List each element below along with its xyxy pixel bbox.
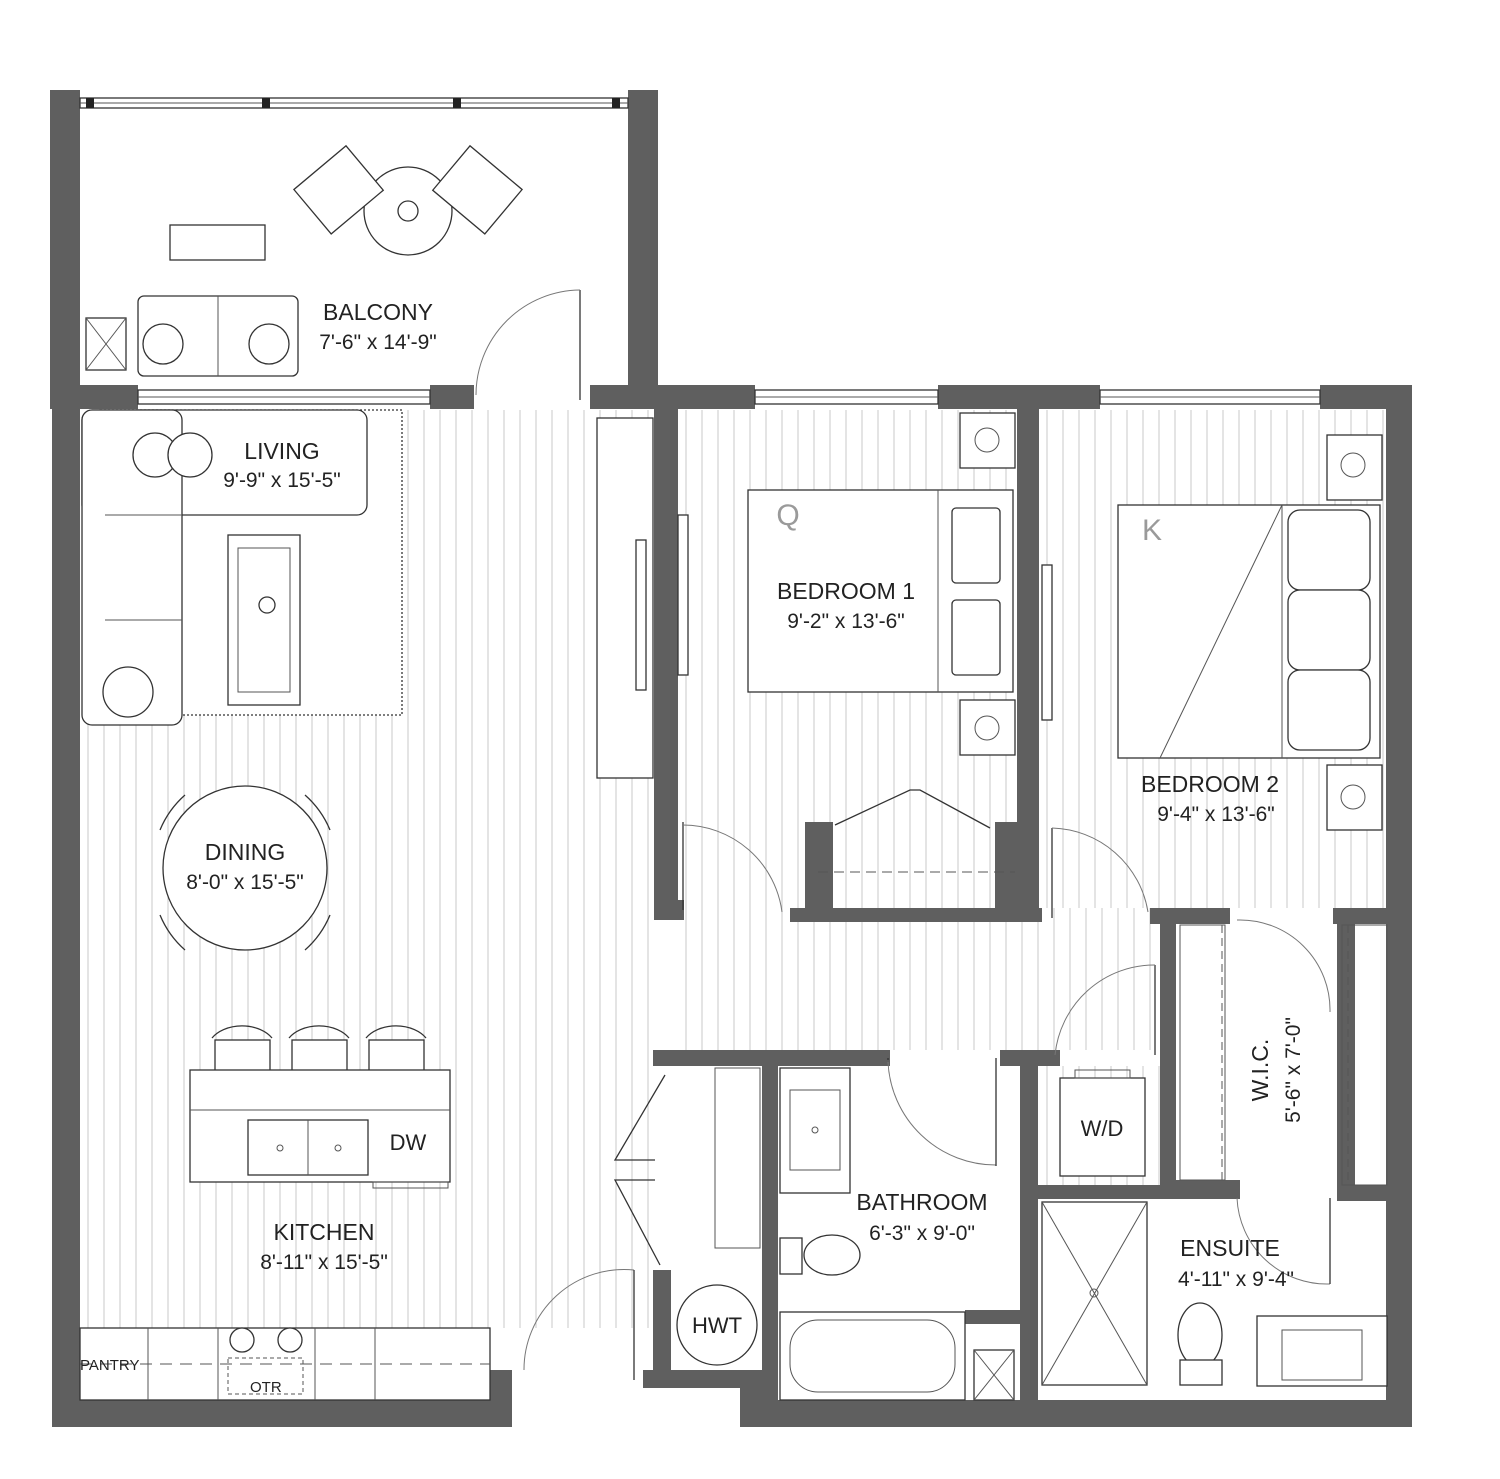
- dining-furniture: [159, 785, 331, 951]
- bathroom-dims: 6'-3" x 9'-0": [869, 1222, 975, 1245]
- bathroom-fixtures: [714, 1067, 1015, 1401]
- doors: [475, 289, 1331, 1380]
- hall-closet: [596, 417, 689, 779]
- king-bed-label: K: [1142, 514, 1162, 547]
- walls: [50, 90, 1412, 1427]
- kitchen-dims: 8'-11" x 15'-5": [260, 1251, 388, 1274]
- living-label: LIVING: [244, 438, 319, 464]
- balcony-dims: 7'-6" x 14'-9": [319, 331, 436, 354]
- wic-closet: [1179, 924, 1388, 1186]
- queen-bed-label: Q: [776, 499, 799, 532]
- bedroom1-dims: 9'-2" x 13'-6": [787, 610, 904, 633]
- hwt-label: HWT: [692, 1313, 742, 1338]
- bathroom-label: BATHROOM: [856, 1189, 987, 1215]
- bedroom1-furniture: [747, 412, 1053, 873]
- ensuite-dims: 4'-11" x 9'-4": [1178, 1268, 1294, 1291]
- ensuite-label: ENSUITE: [1180, 1235, 1280, 1261]
- kitchen-label: KITCHEN: [274, 1219, 375, 1245]
- dining-dims: 8'-0" x 15'-5": [186, 871, 303, 894]
- wic-label: W.I.C.: [1247, 1039, 1273, 1102]
- bedroom2-furniture: [1117, 434, 1383, 831]
- windows: [79, 97, 1321, 405]
- kitchen-counter: [79, 1327, 491, 1401]
- washer-dryer-unit: [1059, 1069, 1146, 1177]
- balcony-label: BALCONY: [323, 299, 433, 325]
- ensuite-fixtures: [1041, 1201, 1388, 1387]
- dining-label: DINING: [205, 839, 286, 865]
- room-labels: BALCONY 7'-6" x 14'-9" LIVING 9'-9" x 15…: [186, 299, 1305, 1291]
- living-dims: 9'-9" x 15'-5": [223, 469, 340, 492]
- bedroom2-label: BEDROOM 2: [1141, 771, 1279, 797]
- balcony-furniture: [85, 144, 524, 377]
- bedroom1-label: BEDROOM 1: [777, 578, 915, 604]
- dishwasher-label: DW: [390, 1130, 427, 1155]
- otr-label: OTR: [250, 1379, 282, 1396]
- bedroom2-dims: 9'-4" x 13'-6": [1157, 803, 1274, 826]
- wic-dims: 5'-6" x 7'-0": [1282, 1017, 1305, 1123]
- pantry-label: PANTRY: [80, 1357, 139, 1374]
- washer-dryer-label: W/D: [1081, 1116, 1124, 1141]
- living-furniture: [81, 409, 403, 726]
- fixture-labels: DW W/D HWT PANTRY OTR Q K: [80, 499, 1162, 1396]
- hot-water-tank-icon: [676, 1284, 758, 1366]
- kitchen-island: [189, 1025, 451, 1189]
